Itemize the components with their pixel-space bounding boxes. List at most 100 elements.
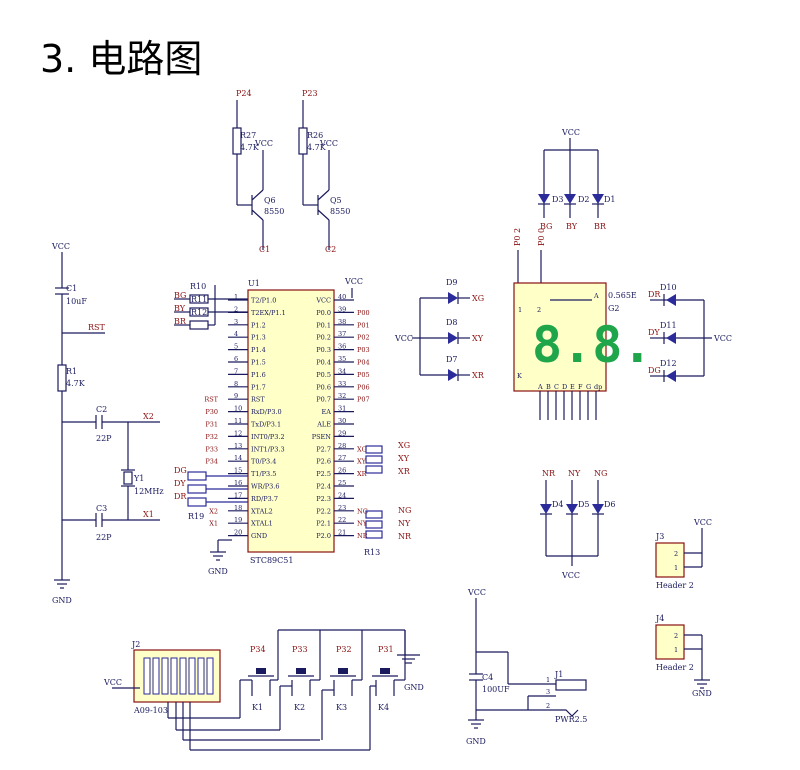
net-label-p24: P24: [236, 89, 252, 98]
push-button-k3-label: K3: [336, 703, 347, 712]
resistor-network-r19: DG DY DR R19: [174, 466, 248, 521]
vcc-label-d7-d9: VCC: [394, 334, 413, 343]
capacitor-c2-value: 22P: [96, 434, 112, 443]
dip-switch-cell[interactable]: [161, 657, 169, 695]
dip-switch-cell[interactable]: [206, 657, 214, 695]
push-button-k2: P33 K2: [279, 630, 321, 730]
net-label-bg: BG: [540, 222, 552, 231]
net-label-xr: XR: [472, 371, 485, 380]
mcu-pin-name-23: P2.2: [316, 507, 331, 515]
header-j3-label: J3: [655, 532, 664, 541]
mcu-pin-number-21: 21: [338, 529, 346, 537]
mcu-u1-part: STC89C51: [250, 556, 293, 565]
display-pin-A: A: [537, 383, 543, 391]
mcu-pin-number-9: 9: [234, 392, 238, 400]
vcc-label-d4-d6: VCC: [561, 571, 580, 580]
led-d12-label: D12: [660, 359, 677, 368]
page-title: 3. 电路图: [40, 37, 203, 81]
net-label-nr: NR: [542, 469, 556, 478]
mcu-pin-number-10: 10: [234, 405, 242, 413]
header-j4-part: Header 2: [656, 663, 694, 672]
mcu-pin-number-15: 15: [234, 467, 242, 475]
dip-switch-cell[interactable]: [179, 657, 187, 695]
resistor-packs-port2: R13 XG XY XR NG NY NR: [364, 441, 412, 557]
header-j4-body: [655, 624, 685, 660]
transistor-q5-type: 8550: [330, 207, 350, 216]
mcu-pin-name-15: T1/P3.5: [251, 470, 276, 478]
mcu-right-net-23: NG: [357, 507, 368, 515]
mcu-right-net-36: P03: [357, 346, 370, 354]
mcu-pin-name-8: P1.7: [251, 383, 266, 391]
mcu-u1-label: U1: [248, 279, 260, 288]
dip-switch-cell[interactable]: [143, 657, 151, 695]
crystal-y1: [123, 471, 133, 485]
net-label-bg-in: BG: [174, 291, 186, 300]
mcu-left-net-18: X2: [209, 507, 218, 515]
vcc-label-q6: VCC: [254, 139, 273, 148]
net-label-ng-right: NG: [398, 506, 411, 515]
push-button-k3: P32 K3: [321, 630, 363, 740]
capacitor-c1-value: 10uF: [66, 297, 87, 306]
mcu-pin-name-9: RST: [251, 396, 265, 404]
mcu-pin-name-2: T2EX/P1.1: [251, 309, 286, 317]
dip-switch-cell[interactable]: [197, 657, 205, 695]
header-j3: J3 2 1 VCC Header 2: [655, 518, 712, 590]
net-label-p33: P33: [292, 645, 308, 654]
reset-oscillator-block: VCC C1 10uF RST R1 4.7K C2 22P X2 C3 22P…: [51, 242, 164, 605]
header-j3-body: [655, 542, 685, 578]
transistor-q5-label: Q5: [330, 196, 342, 205]
net-label-p34: P34: [250, 645, 266, 654]
mcu-pin-number-13: 13: [234, 442, 242, 450]
transistor-q6-block: P24 R27 4.7K VCC Q6 8550 C1: [232, 89, 284, 254]
led-d5-label: D5: [578, 500, 590, 509]
net-label-c1: C1: [259, 245, 270, 254]
svg-text:2: 2: [546, 702, 550, 710]
net-label-br: BR: [594, 222, 607, 231]
crystal-y1-label: Y1: [133, 474, 144, 483]
capacitor-c4-value: 100UF: [482, 685, 510, 694]
mcu-pin-number-19: 19: [234, 516, 242, 524]
mcu-pin-number-38: 38: [338, 318, 346, 326]
mcu-pin-name-27: P2.6: [316, 458, 331, 466]
dip-switch-cell[interactable]: [188, 657, 196, 695]
mcu-pin-number-20: 20: [234, 529, 242, 537]
mcu-pin-name-1: T2/P1.0: [251, 297, 276, 305]
mcu-left-net-12: P32: [205, 433, 218, 441]
svg-text:2: 2: [674, 550, 678, 558]
vcc-label-d10-d12: VCC: [713, 334, 732, 343]
mcu-pin-number-28: 28: [338, 442, 346, 450]
mcu-pin-number-16: 16: [234, 479, 242, 487]
gnd-label-buttons: GND: [404, 683, 424, 692]
mcu-pin-number-39: 39: [338, 305, 346, 313]
mcu-pin-number-7: 7: [234, 367, 238, 375]
display-pin-top-a: A: [593, 292, 599, 300]
net-label-by-in: BY: [174, 304, 186, 313]
mcu-right-net-39: P00: [357, 309, 370, 317]
dip-switch-cell[interactable]: [170, 657, 178, 695]
mcu-pin-number-8: 8: [234, 380, 238, 388]
crystal-y1-value: 12MHz: [134, 487, 164, 496]
dip-switch-j2-label: J2: [131, 640, 140, 649]
led-d10-label: D10: [660, 283, 677, 292]
led-d7-label: D7: [446, 355, 458, 364]
net-label-dg-in: DG: [174, 466, 187, 475]
dip-switch-cell[interactable]: [152, 657, 160, 695]
push-button-k2-label: K2: [294, 703, 305, 712]
net-label-x2: X2: [143, 412, 154, 421]
mcu-pin-name-30: ALE: [316, 421, 331, 429]
vcc-label-d1-d3: VCC: [561, 128, 580, 137]
mcu-pin-name-24: P2.3: [316, 495, 331, 503]
vcc-label-j2: VCC: [103, 678, 122, 687]
net-label-x1: X1: [143, 510, 154, 519]
svg-text:1: 1: [674, 646, 678, 654]
mcu-pin-number-31: 31: [338, 405, 346, 413]
header-j4-label: J4: [655, 614, 664, 623]
mcu-pin-name-34: P0.5: [316, 371, 331, 379]
vcc-label-j3: VCC: [693, 518, 712, 527]
led-d2-label: D2: [578, 195, 590, 204]
display-pin-C: C: [554, 383, 559, 391]
